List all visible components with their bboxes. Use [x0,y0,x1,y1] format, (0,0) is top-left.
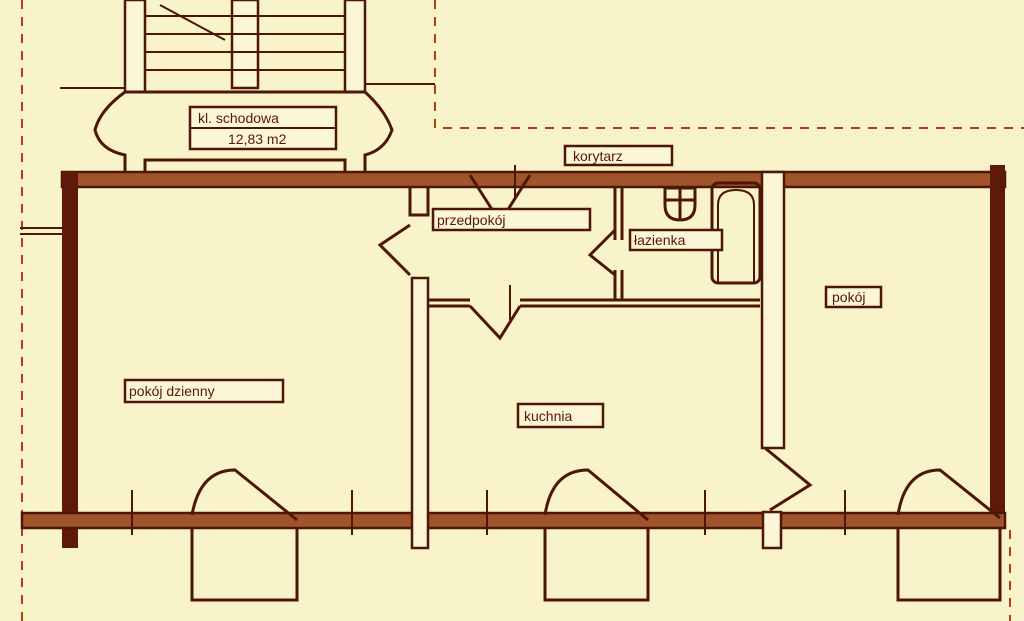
svg-text:przedpokój: przedpokój [437,212,506,228]
stair-arrow [159,4,226,41]
staircase-label: kl. schodowa 12,83 m2 [188,105,338,151]
label-bathroom: łazienka [628,228,724,252]
top-wall [60,170,1007,189]
bay-windows [131,468,1002,602]
svg-text:pokój: pokój [832,289,865,305]
staircase [20,0,435,235]
bottom-wall [20,511,1007,530]
left-wall [62,172,78,548]
staircase-name: kl. schodowa [198,110,279,126]
label-living-room: pokój dzienny [123,378,285,404]
right-wall [990,165,1005,527]
label-hallway: przedpokój [431,207,592,232]
svg-text:łazienka: łazienka [634,232,686,248]
svg-text:pokój dzienny: pokój dzienny [129,383,215,399]
svg-text:kuchnia: kuchnia [524,408,572,424]
staircase-area: 12,83 m2 [228,131,287,147]
label-corridor: korytarz [563,144,674,167]
toilet-icon [663,186,697,222]
label-kitchen: kuchnia [516,402,605,429]
label-room: pokój [824,285,883,309]
svg-text:korytarz: korytarz [573,148,623,164]
interior-walls [408,170,786,550]
